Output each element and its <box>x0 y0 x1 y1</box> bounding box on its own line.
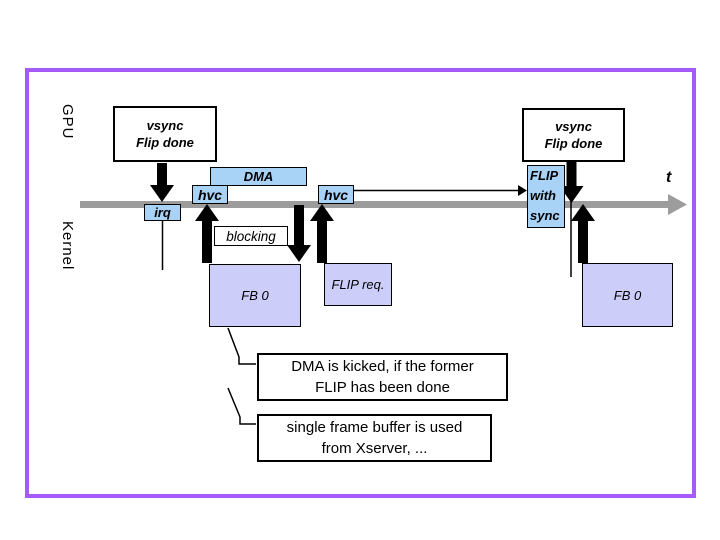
vsync-flip-done-box-right: vsync Flip done <box>522 108 625 162</box>
kernel-lane-label: Kernel <box>59 221 76 271</box>
note-line: DMA is kicked, if the former <box>291 358 474 375</box>
note-line: from Xserver, ... <box>321 440 428 457</box>
time-axis-label: t <box>666 169 672 186</box>
vsync-label: vsync <box>555 119 592 134</box>
with-label: with <box>530 188 556 203</box>
note-line: single frame buffer is used <box>286 419 463 436</box>
note-dma-kicked: DMA is kicked, if the former FLIP has be… <box>257 353 508 401</box>
irq-box: irq <box>144 204 181 221</box>
note-single-framebuffer: single frame buffer is used from Xserver… <box>257 414 492 462</box>
flip-label: FLIP <box>530 168 559 183</box>
flip-with-sync-box: FLIP with sync <box>527 165 565 228</box>
timeline-bar <box>80 201 670 208</box>
flip-req-box: FLIP req. <box>324 263 392 306</box>
flip-done-label: Flip done <box>136 135 194 150</box>
hvc-box-first: hvc <box>192 185 228 204</box>
note-line: FLIP has been done <box>315 379 450 396</box>
hvc-box-second: hvc <box>318 185 354 204</box>
gpu-lane-label: GPU <box>59 104 76 140</box>
sync-label: sync <box>530 208 560 223</box>
fb0-box-left: FB 0 <box>209 264 301 327</box>
vsync-label: vsync <box>146 118 184 133</box>
fb0-box-right: FB 0 <box>582 263 673 327</box>
vsync-flip-done-box-left: vsync Flip done <box>113 106 217 162</box>
blocking-box: blocking <box>214 226 288 246</box>
dma-box: DMA <box>210 167 307 186</box>
flip-done-label: Flip done <box>544 136 603 151</box>
